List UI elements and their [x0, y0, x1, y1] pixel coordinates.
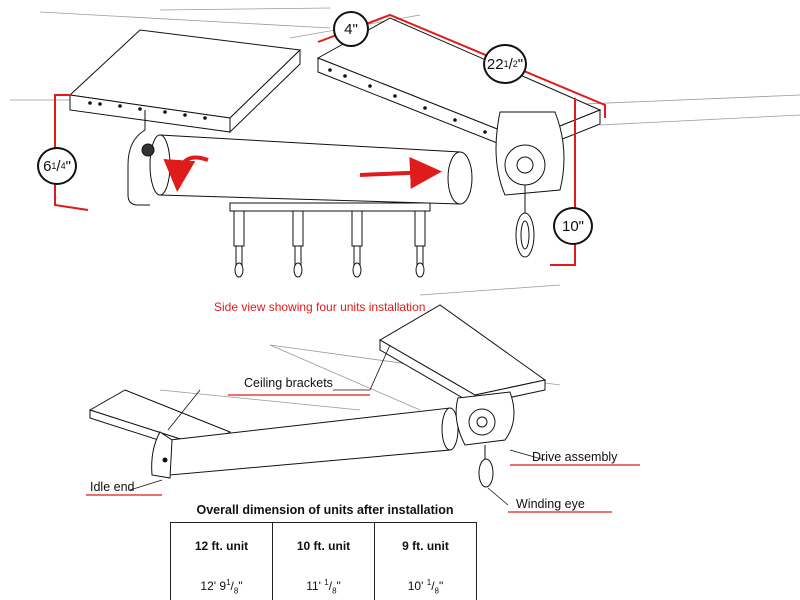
cell-unit: ": [238, 579, 243, 594]
table-cell-10ft: 11' 1/8": [272, 569, 375, 600]
cell-denominator: 8: [332, 586, 337, 596]
lower-drive-assembly: [455, 391, 515, 488]
drive-assembly-top: [495, 111, 565, 258]
length-fraction-numerator: 1: [503, 58, 509, 69]
cell-lead: 12' 9: [200, 579, 227, 594]
table-cell-9ft: 10' 1/8": [374, 569, 477, 600]
dimension-bubble-drive: 10": [553, 207, 593, 245]
callout-ceiling-brackets: Ceiling brackets: [244, 376, 333, 390]
length-whole: 22: [486, 55, 504, 73]
table-cell-12ft: 12' 91/8": [170, 569, 273, 600]
length-fraction-denominator: 2: [512, 58, 518, 69]
top-left-bracket: [68, 29, 302, 134]
table-row: 12' 91/8" 11' 1/8" 10' 1/8": [170, 569, 477, 600]
table-header-cell: 10 ft. unit: [272, 522, 375, 569]
callout-red-underlines: [86, 394, 640, 513]
cell-unit: ": [438, 579, 444, 594]
table-header-row: 12 ft. unit 10 ft. unit 9 ft. unit: [170, 522, 477, 569]
lower-roller-tube: [151, 407, 459, 479]
cell-denominator: 8: [434, 586, 439, 596]
callout-winding-eye: Winding eye: [516, 497, 585, 511]
callout-idle-end: Idle end: [90, 480, 135, 494]
drive-value: 10": [561, 217, 584, 235]
cell-unit: ": [336, 579, 341, 594]
side-view-caption: Side view showing four units installatio…: [214, 300, 426, 314]
table-title: Overall dimension of units after install…: [196, 503, 454, 517]
cell-denominator: 8: [233, 586, 239, 596]
callout-leaders: [129, 344, 546, 506]
side-unit-2: [292, 210, 304, 278]
dimension-table: 12 ft. unit 10 ft. unit 9 ft. unit 12' 9…: [170, 522, 477, 600]
idle-end-bracket-top: [127, 110, 150, 206]
dimension-bubble-depth: 4": [333, 11, 369, 47]
idle-fraction-numerator: 1: [51, 160, 57, 171]
depth-value: 4": [344, 20, 358, 38]
callout-drive-assembly: Drive assembly: [532, 450, 618, 464]
idle-unit: ": [65, 157, 71, 175]
cell-numerator: 1: [426, 578, 432, 588]
idle-fraction-denominator: 4: [60, 160, 66, 171]
cell-lead: 11': [306, 579, 325, 594]
side-view-units: [229, 202, 431, 278]
roller-tube: [141, 134, 473, 205]
idle-whole: 6: [43, 157, 52, 175]
rotation-arrow-straight: [359, 156, 442, 189]
table-header-cell: 9 ft. unit: [374, 522, 477, 569]
lower-right-bracket: [379, 304, 547, 406]
cell-numerator: 1: [324, 578, 329, 588]
side-unit-4: [414, 210, 426, 278]
length-unit: ": [517, 55, 524, 73]
table-header-cell: 12 ft. unit: [170, 522, 273, 569]
side-unit-3: [351, 210, 363, 278]
rotation-arrow-curved: [163, 155, 209, 192]
cell-lead: 10': [407, 579, 427, 594]
cell-numerator: 1: [226, 578, 231, 588]
side-unit-1: [233, 210, 245, 278]
